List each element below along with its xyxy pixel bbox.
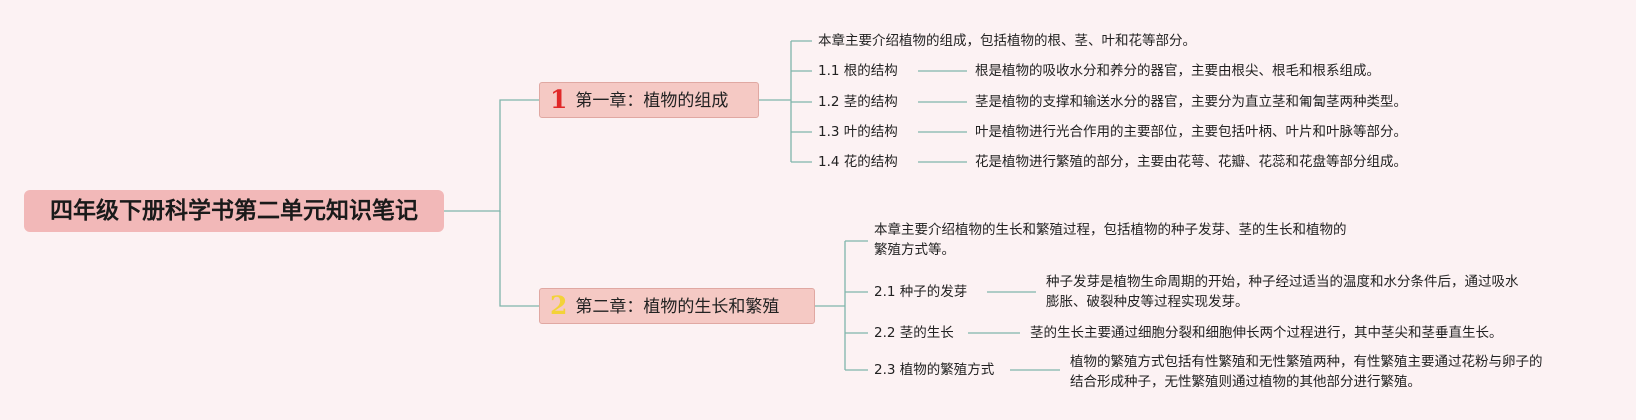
chapter-2-intro-line-1: 本章主要介绍植物的生长和繁殖过程，包括植物的种子发芽、茎的生长和植物的: [874, 222, 1347, 238]
section-1-2-label[interactable]: 1.2 茎的结构: [818, 94, 898, 110]
section-2-1-detail[interactable]: 种子发芽是植物生命周期的开始，种子经过适当的温度和水分条件后，通过吸水 膨胀、破…: [1046, 272, 1519, 312]
chapter-2-title: 第二章：植物的生长和繁殖: [575, 297, 780, 317]
chapter-2-topic[interactable]: 2 第二章：植物的生长和繁殖: [539, 288, 815, 324]
section-1-4-detail[interactable]: 花是植物进行繁殖的部分，主要由花萼、花瓣、花蕊和花盘等部分组成。: [975, 154, 1407, 170]
chapter-1-number: 1: [550, 85, 568, 114]
section-2-1-label[interactable]: 2.1 种子的发芽: [874, 284, 968, 300]
root-topic[interactable]: 四年级下册科学书第二单元知识笔记: [24, 190, 444, 232]
section-1-3-detail[interactable]: 叶是植物进行光合作用的主要部位，主要包括叶柄、叶片和叶脉等部分。: [975, 124, 1407, 140]
chapter-2-intro[interactable]: 本章主要介绍植物的生长和繁殖过程，包括植物的种子发芽、茎的生长和植物的 繁殖方式…: [874, 220, 1347, 260]
section-2-2-label[interactable]: 2.2 茎的生长: [874, 325, 954, 341]
section-1-3-label[interactable]: 1.3 叶的结构: [818, 124, 898, 140]
section-2-2-detail[interactable]: 茎的生长主要通过细胞分裂和细胞伸长两个过程进行，其中茎尖和茎垂直生长。: [1030, 323, 1503, 343]
link-root-chapter1: [444, 99, 539, 212]
section-1-1-detail[interactable]: 根是植物的吸收水分和养分的器官，主要由根尖、根毛和根系组成。: [975, 63, 1380, 79]
chapter-2-intro-line-2: 繁殖方式等。: [874, 242, 955, 258]
section-1-4-label[interactable]: 1.4 花的结构: [818, 154, 898, 170]
chapter-1-title: 第一章：植物的组成: [575, 91, 729, 111]
section-1-1-label[interactable]: 1.1 根的结构: [818, 63, 898, 79]
section-2-3-detail[interactable]: 植物的繁殖方式包括有性繁殖和无性繁殖两种，有性繁殖主要通过花粉与卵子的 结合形成…: [1070, 352, 1543, 392]
section-2-3-label[interactable]: 2.3 植物的繁殖方式: [874, 362, 995, 378]
link-root-chapter2: [499, 211, 539, 307]
section-2-2-detail-line-1: 茎的生长主要通过细胞分裂和细胞伸长两个过程进行，其中茎尖和茎垂直生长。: [1030, 325, 1503, 341]
section-2-3-detail-line-1: 植物的繁殖方式包括有性繁殖和无性繁殖两种，有性繁殖主要通过花粉与卵子的: [1070, 354, 1543, 370]
chapter-1-topic[interactable]: 1 第一章：植物的组成: [539, 82, 759, 118]
section-1-2-detail[interactable]: 茎是植物的支撑和输送水分的器官，主要分为直立茎和匍匐茎两种类型。: [975, 94, 1407, 110]
chapter-1-intro[interactable]: 本章主要介绍植物的组成，包括植物的根、茎、叶和花等部分。: [818, 33, 1196, 49]
section-2-1-detail-line-1: 种子发芽是植物生命周期的开始，种子经过适当的温度和水分条件后，通过吸水: [1046, 274, 1519, 290]
chapter-2-number: 2: [550, 291, 568, 320]
section-2-3-detail-line-2: 结合形成种子，无性繁殖则通过植物的其他部分进行繁殖。: [1070, 374, 1421, 390]
section-2-1-detail-line-2: 膨胀、破裂种皮等过程实现发芽。: [1046, 294, 1249, 310]
